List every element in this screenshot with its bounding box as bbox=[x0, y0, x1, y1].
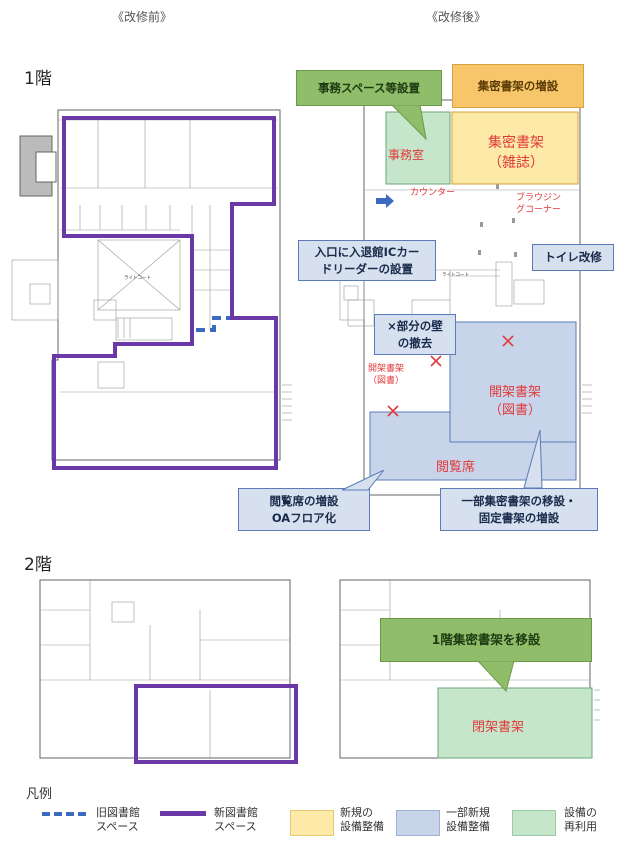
floor-2-label: 2階 bbox=[24, 555, 52, 575]
before-1f-plan: ライトコート bbox=[11, 109, 292, 470]
reading-seats-label: 閲覧席 bbox=[436, 460, 476, 475]
before-header: 《改修前》 bbox=[112, 10, 173, 24]
legend-new-library: 新図書館 スペース bbox=[214, 806, 258, 834]
legend-old-library: 旧図書館 スペース bbox=[96, 806, 140, 834]
arrow-right-icon bbox=[376, 194, 394, 208]
after-2f-plan bbox=[339, 579, 600, 759]
compact-shelf-line1: 集密書架 bbox=[488, 135, 544, 151]
browsing-line2: グコーナー bbox=[516, 204, 562, 215]
before-2f-plan bbox=[39, 579, 298, 764]
legend-new-equipment-swatch bbox=[290, 810, 334, 836]
after-1f-plan: ライトコート bbox=[339, 99, 592, 496]
legend-reuse-line1: 設備の bbox=[564, 806, 597, 819]
relocation-callout: 一部集密書架の移設・ 固定書架の増設 bbox=[440, 488, 598, 532]
legend-new-eq-line1: 新規の bbox=[340, 806, 373, 819]
new-library-outline-2f bbox=[134, 684, 298, 764]
browsing-corner-label: ブラウジン グコーナー bbox=[516, 193, 561, 216]
legend-new-line2: スペース bbox=[214, 819, 257, 833]
compact-shelf-line2: （雑誌） bbox=[488, 155, 544, 171]
open-shelf-small-line1: 開架書架 bbox=[368, 364, 405, 374]
cross-mark-icon bbox=[387, 335, 514, 417]
floor-1-label: 1階 bbox=[24, 69, 52, 89]
reading-line2: OAフロア化 bbox=[271, 510, 337, 525]
open-shelf-line2: （図書） bbox=[488, 402, 541, 418]
wall-removal-callout: ×部分の壁 の撤去 bbox=[374, 314, 456, 356]
legend-partial-line1: 一部新規 bbox=[446, 806, 490, 819]
legend-old-line2: スペース bbox=[96, 819, 139, 833]
new-library-outline bbox=[52, 116, 278, 470]
wall-line1: ×部分の壁 bbox=[387, 319, 443, 333]
open-shelf-label: 開架書架 （図書） bbox=[480, 384, 550, 419]
compact-shelf-callout: 集密書架の増設 bbox=[452, 64, 584, 108]
legend-reuse-line2: 再利用 bbox=[564, 819, 597, 833]
legend-reuse-swatch bbox=[512, 810, 556, 836]
legend-partial-swatch bbox=[396, 810, 440, 836]
open-shelf-small-line2: （図書） bbox=[368, 375, 405, 386]
reading-expansion-callout: 閲覧席の増設 OAフロア化 bbox=[238, 488, 370, 532]
office-label: 事務室 bbox=[388, 148, 425, 162]
move-shelf-callout: 1階集密書架を移設 bbox=[380, 618, 592, 662]
toilet-callout: トイレ改修 bbox=[532, 244, 614, 271]
legend-partial-line2: 設備整備 bbox=[446, 819, 490, 833]
closed-shelf-label: 閉架書架 bbox=[472, 720, 525, 735]
legend-partial-equipment: 一部新規 設備整備 bbox=[446, 806, 490, 834]
ic-reader-callout: 入口に入退館ICカー ドリーダーの設置 bbox=[298, 240, 436, 282]
ic-reader-line1: 入口に入退館ICカー bbox=[314, 245, 420, 259]
open-shelf-small-label: 開架書架 （図書） bbox=[368, 364, 404, 387]
legend-new-swatch bbox=[160, 811, 206, 816]
legend-old-line1: 旧図書館 bbox=[96, 806, 140, 819]
counter-label: カウンター bbox=[410, 188, 456, 198]
light-court-label: ライトコート bbox=[124, 275, 151, 281]
relocation-line1: 一部集密書架の移設・ bbox=[461, 494, 577, 508]
reading-line1: 閲覧席の増設 bbox=[269, 494, 339, 508]
browsing-line1: ブラウジン bbox=[516, 193, 562, 203]
legend-old-swatch bbox=[42, 812, 86, 816]
legend-new-line1: 新図書館 bbox=[214, 806, 258, 819]
legend-reuse: 設備の 再利用 bbox=[564, 806, 597, 834]
after-header: 《改修後》 bbox=[426, 10, 487, 24]
wall-line2: の撤去 bbox=[397, 335, 433, 350]
compact-shelf-label: 集密書架 （雑誌） bbox=[478, 132, 554, 172]
legend-title: 凡例 bbox=[26, 787, 53, 802]
open-shelf-line1: 開架書架 bbox=[488, 385, 541, 400]
old-library-outline bbox=[52, 316, 278, 470]
light-court-after-label: ライトコート bbox=[442, 272, 469, 278]
legend-new-equipment: 新規の 設備整備 bbox=[340, 806, 384, 834]
relocation-line2: 固定書架の増設 bbox=[478, 510, 560, 525]
ic-reader-line2: ドリーダーの設置 bbox=[321, 261, 413, 276]
legend-new-eq-line2: 設備整備 bbox=[340, 819, 384, 833]
office-space-callout: 事務スペース等設置 bbox=[296, 70, 442, 106]
